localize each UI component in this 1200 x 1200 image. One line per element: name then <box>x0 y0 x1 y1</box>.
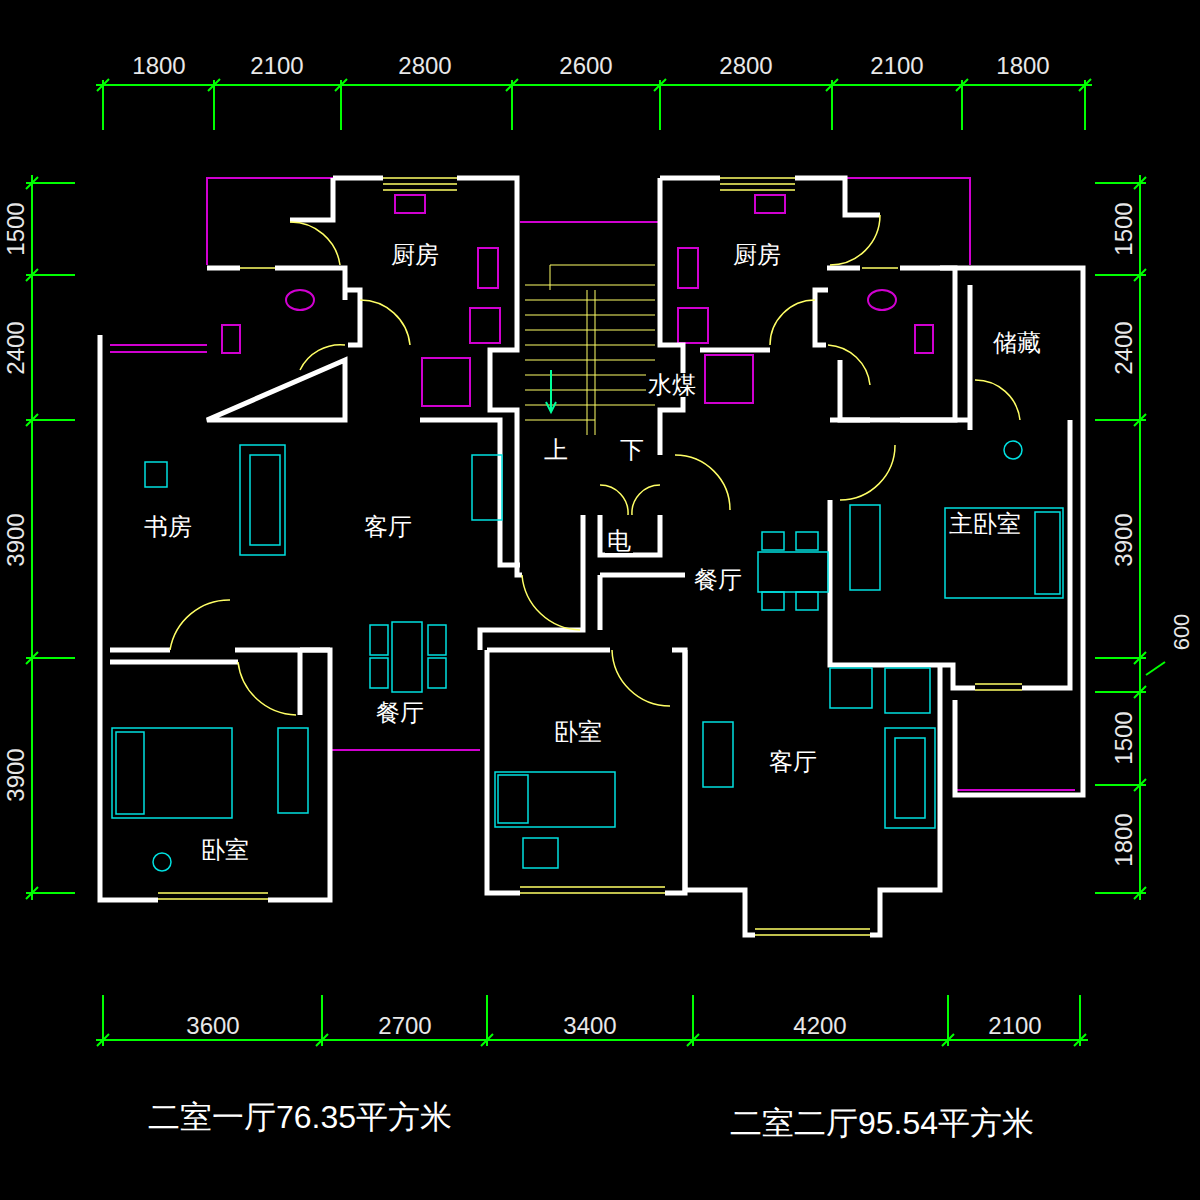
windows-doors <box>158 178 1022 935</box>
room-name: 主卧室 <box>947 512 1023 536</box>
dimension-text: 2100 <box>986 1014 1043 1038</box>
dimension-text: 2800 <box>396 54 453 78</box>
dimension-text: 2400 <box>4 319 28 376</box>
room-name: 餐厅 <box>374 701 426 725</box>
stair-arrows <box>546 370 556 412</box>
walls <box>100 178 1083 935</box>
room-name: 书房 <box>142 515 194 539</box>
balcony-lines <box>110 178 1075 790</box>
dimension-text: 2800 <box>717 54 774 78</box>
room-name: 客厅 <box>362 515 414 539</box>
dimension-text: 3900 <box>1112 511 1136 568</box>
dimension-text: 1500 <box>1112 200 1136 257</box>
dimension-text: 3600 <box>184 1014 241 1038</box>
dimension-text: 3400 <box>561 1014 618 1038</box>
dimension-text: 4200 <box>791 1014 848 1038</box>
room-name: 餐厅 <box>692 568 744 592</box>
room-name: 卧室 <box>199 838 251 862</box>
stairs <box>525 265 655 435</box>
unit-caption: 二室一厅76.35平方米 <box>146 1101 454 1133</box>
dimension-text: 1800 <box>1112 811 1136 868</box>
dimension-text: 2400 <box>1112 319 1136 376</box>
dimension-lines <box>26 79 1165 1046</box>
dimension-text: 2100 <box>248 54 305 78</box>
dimension-text: 3900 <box>4 511 28 568</box>
room-name: 下 <box>618 438 646 462</box>
room-name: 客厅 <box>767 750 819 774</box>
dimension-text: 1500 <box>4 200 28 257</box>
dimension-text: 600 <box>1171 612 1193 653</box>
dimension-text: 2100 <box>868 54 925 78</box>
dimension-text: 1500 <box>1112 709 1136 766</box>
dimension-text: 3900 <box>4 746 28 803</box>
unit-caption: 二室二厅95.54平方米 <box>728 1107 1036 1139</box>
dimension-text: 1800 <box>994 54 1051 78</box>
room-name: 水煤 <box>646 373 698 397</box>
dimension-text: 1800 <box>130 54 187 78</box>
room-name: 上 <box>542 438 570 462</box>
room-name: 储藏 <box>991 331 1043 355</box>
room-name: 电 <box>605 529 633 553</box>
room-name: 厨房 <box>389 243 441 267</box>
dimension-text: 2600 <box>557 54 614 78</box>
furniture <box>112 441 1063 871</box>
dimension-text: 2700 <box>376 1014 433 1038</box>
room-name: 卧室 <box>552 720 604 744</box>
room-name: 厨房 <box>731 243 783 267</box>
